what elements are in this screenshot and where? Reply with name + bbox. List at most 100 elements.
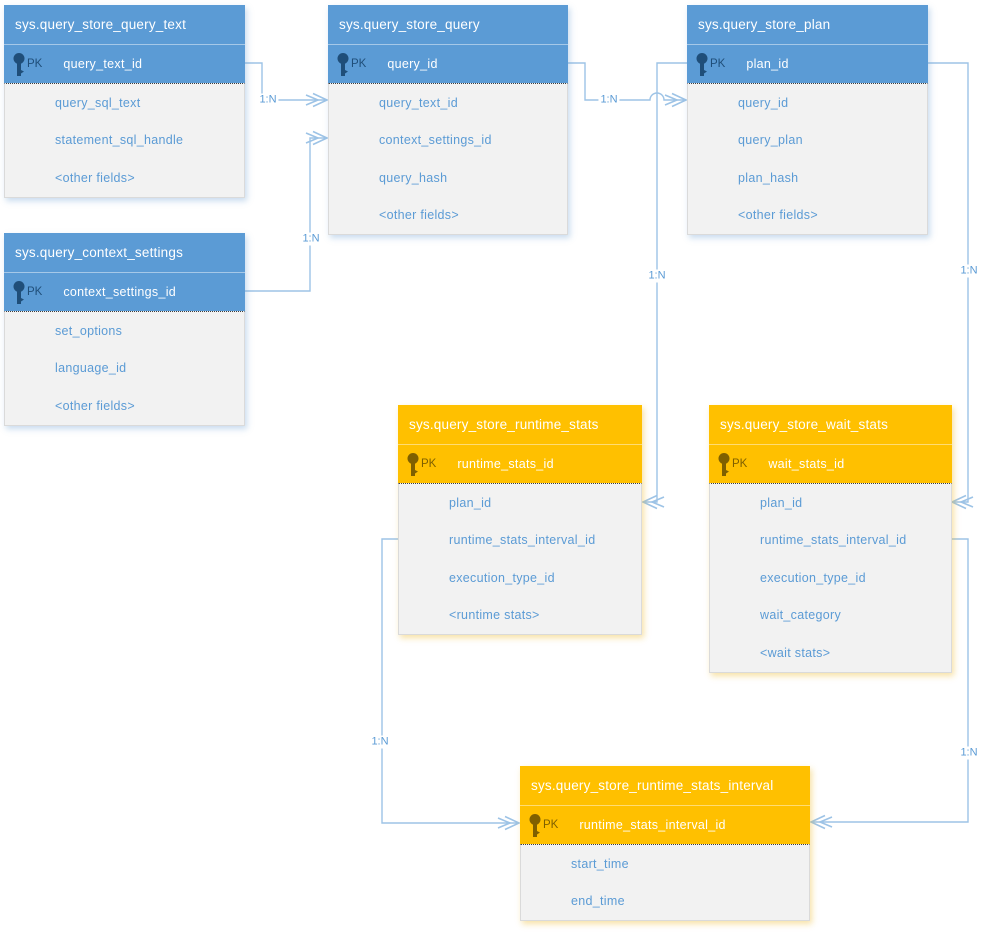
- key-icon: [407, 453, 419, 476]
- field-row: execution_type_id: [399, 559, 641, 597]
- field-name: <wait stats>: [760, 645, 831, 660]
- entity-query-store-plan[interactable]: sys.query_store_plan PK plan_id query_id…: [687, 5, 928, 235]
- field-name: query_text_id: [379, 95, 458, 110]
- cardinality-label: 1:N: [958, 746, 980, 760]
- field-name: query_sql_text: [55, 95, 141, 110]
- field-name: runtime_stats_interval_id: [449, 533, 596, 548]
- field-name: start_time: [571, 856, 629, 871]
- pk-row: PK runtime_stats_interval_id: [520, 805, 810, 844]
- field-name: execution_type_id: [449, 570, 555, 585]
- key-icon: [13, 53, 25, 76]
- field-name: query_plan: [738, 133, 803, 148]
- field-name: plan_id: [449, 495, 492, 510]
- cardinality-label: 1:N: [369, 735, 391, 749]
- field-row: query_id: [688, 84, 927, 122]
- field-row: runtime_stats_interval_id: [710, 522, 951, 560]
- field-row: end_time: [521, 883, 809, 921]
- entity-query-store-runtime-stats-interval[interactable]: sys.query_store_runtime_stats_interval P…: [520, 766, 810, 921]
- field-row: set_options: [5, 312, 244, 350]
- field-row: <runtime stats>: [399, 597, 641, 635]
- field-name: language_id: [55, 361, 127, 376]
- table-title: sys.query_store_runtime_stats_interval: [531, 778, 774, 793]
- field-name: end_time: [571, 894, 625, 909]
- table-title: sys.query_store_query: [339, 17, 480, 32]
- field-row: plan_id: [710, 484, 951, 522]
- key-icon: [13, 281, 25, 304]
- field-name: set_options: [55, 323, 123, 338]
- table-title: sys.query_store_runtime_stats: [409, 417, 599, 432]
- key-icon: [696, 53, 708, 76]
- field-name: runtime_stats_interval_id: [760, 533, 907, 548]
- table-title-bar: sys.query_store_runtime_stats_interval: [520, 766, 810, 805]
- field-name: context_settings_id: [379, 133, 492, 148]
- field-row: query_plan: [688, 122, 927, 160]
- field-row: context_settings_id: [329, 122, 567, 160]
- key-icon: [718, 453, 730, 476]
- pk-tag: PK: [710, 58, 726, 70]
- table-title-bar: sys.query_store_runtime_stats: [398, 405, 642, 444]
- field-name: query_hash: [379, 170, 448, 185]
- pk-tag: PK: [27, 286, 43, 298]
- field-row: language_id: [5, 350, 244, 388]
- pk-row: PK runtime_stats_id: [398, 444, 642, 483]
- cardinality-label: 1:N: [598, 93, 620, 107]
- table-title: sys.query_store_plan: [698, 17, 831, 32]
- key-icon: [529, 814, 541, 837]
- field-name: <other fields>: [738, 208, 818, 223]
- pk-row: PK plan_id: [687, 44, 928, 83]
- cardinality-label: 1:N: [646, 269, 668, 283]
- key-icon: [337, 53, 349, 76]
- field-row: query_text_id: [329, 84, 567, 122]
- pk-field-name: runtime_stats_interval_id: [579, 818, 726, 832]
- field-row: <other fields>: [5, 387, 244, 425]
- field-list: plan_id runtime_stats_interval_id execut…: [398, 483, 642, 635]
- field-name: query_id: [738, 95, 789, 110]
- field-row: <wait stats>: [710, 634, 951, 672]
- table-title-bar: sys.query_store_wait_stats: [709, 405, 952, 444]
- field-list: plan_id runtime_stats_interval_id execut…: [709, 483, 952, 673]
- field-list: start_time end_time: [520, 844, 810, 921]
- pk-tag: PK: [351, 58, 367, 70]
- table-title: sys.query_store_wait_stats: [720, 417, 889, 432]
- pk-row: PK wait_stats_id: [709, 444, 952, 483]
- table-title: sys.query_store_query_text: [15, 17, 187, 32]
- entity-query-store-wait-stats[interactable]: sys.query_store_wait_stats PK wait_stats…: [709, 405, 952, 673]
- field-row: execution_type_id: [710, 559, 951, 597]
- table-title-bar: sys.query_store_query: [328, 5, 568, 44]
- field-name: <other fields>: [379, 208, 459, 223]
- field-row: plan_id: [399, 484, 641, 522]
- pk-tag: PK: [732, 458, 748, 470]
- entity-query-context-settings[interactable]: sys.query_context_settings PK context_se…: [4, 233, 245, 426]
- field-name: <runtime stats>: [449, 608, 540, 623]
- field-name: <other fields>: [55, 398, 135, 413]
- field-row: start_time: [521, 845, 809, 883]
- cardinality-label: 1:N: [257, 93, 279, 107]
- pk-tag: PK: [421, 458, 437, 470]
- pk-tag: PK: [27, 58, 43, 70]
- entity-query-store-runtime-stats[interactable]: sys.query_store_runtime_stats PK runtime…: [398, 405, 642, 635]
- pk-tag: PK: [543, 819, 559, 831]
- pk-row: PK query_text_id: [4, 44, 245, 83]
- entity-query-store-query-text[interactable]: sys.query_store_query_text PK query_text…: [4, 5, 245, 198]
- field-list: query_text_id context_settings_id query_…: [328, 83, 568, 235]
- pk-field-name: plan_id: [746, 57, 789, 71]
- pk-row: PK context_settings_id: [4, 272, 245, 311]
- field-name: plan_id: [760, 495, 803, 510]
- pk-field-name: wait_stats_id: [768, 457, 845, 471]
- field-name: statement_sql_handle: [55, 133, 184, 148]
- field-name: plan_hash: [738, 170, 799, 185]
- table-title-bar: sys.query_store_query_text: [4, 5, 245, 44]
- pk-field-name: query_text_id: [63, 57, 143, 71]
- field-list: set_options language_id <other fields>: [4, 311, 245, 426]
- field-row: plan_hash: [688, 159, 927, 197]
- field-list: query_sql_text statement_sql_handle <oth…: [4, 83, 245, 198]
- pk-field-name: runtime_stats_id: [457, 457, 554, 471]
- entity-query-store-query[interactable]: sys.query_store_query PK query_id query_…: [328, 5, 568, 235]
- table-title: sys.query_context_settings: [15, 245, 184, 260]
- field-row: <other fields>: [688, 197, 927, 235]
- pk-row: PK query_id: [328, 44, 568, 83]
- field-row: <other fields>: [329, 197, 567, 235]
- table-title-bar: sys.query_store_plan: [687, 5, 928, 44]
- field-row: statement_sql_handle: [5, 122, 244, 160]
